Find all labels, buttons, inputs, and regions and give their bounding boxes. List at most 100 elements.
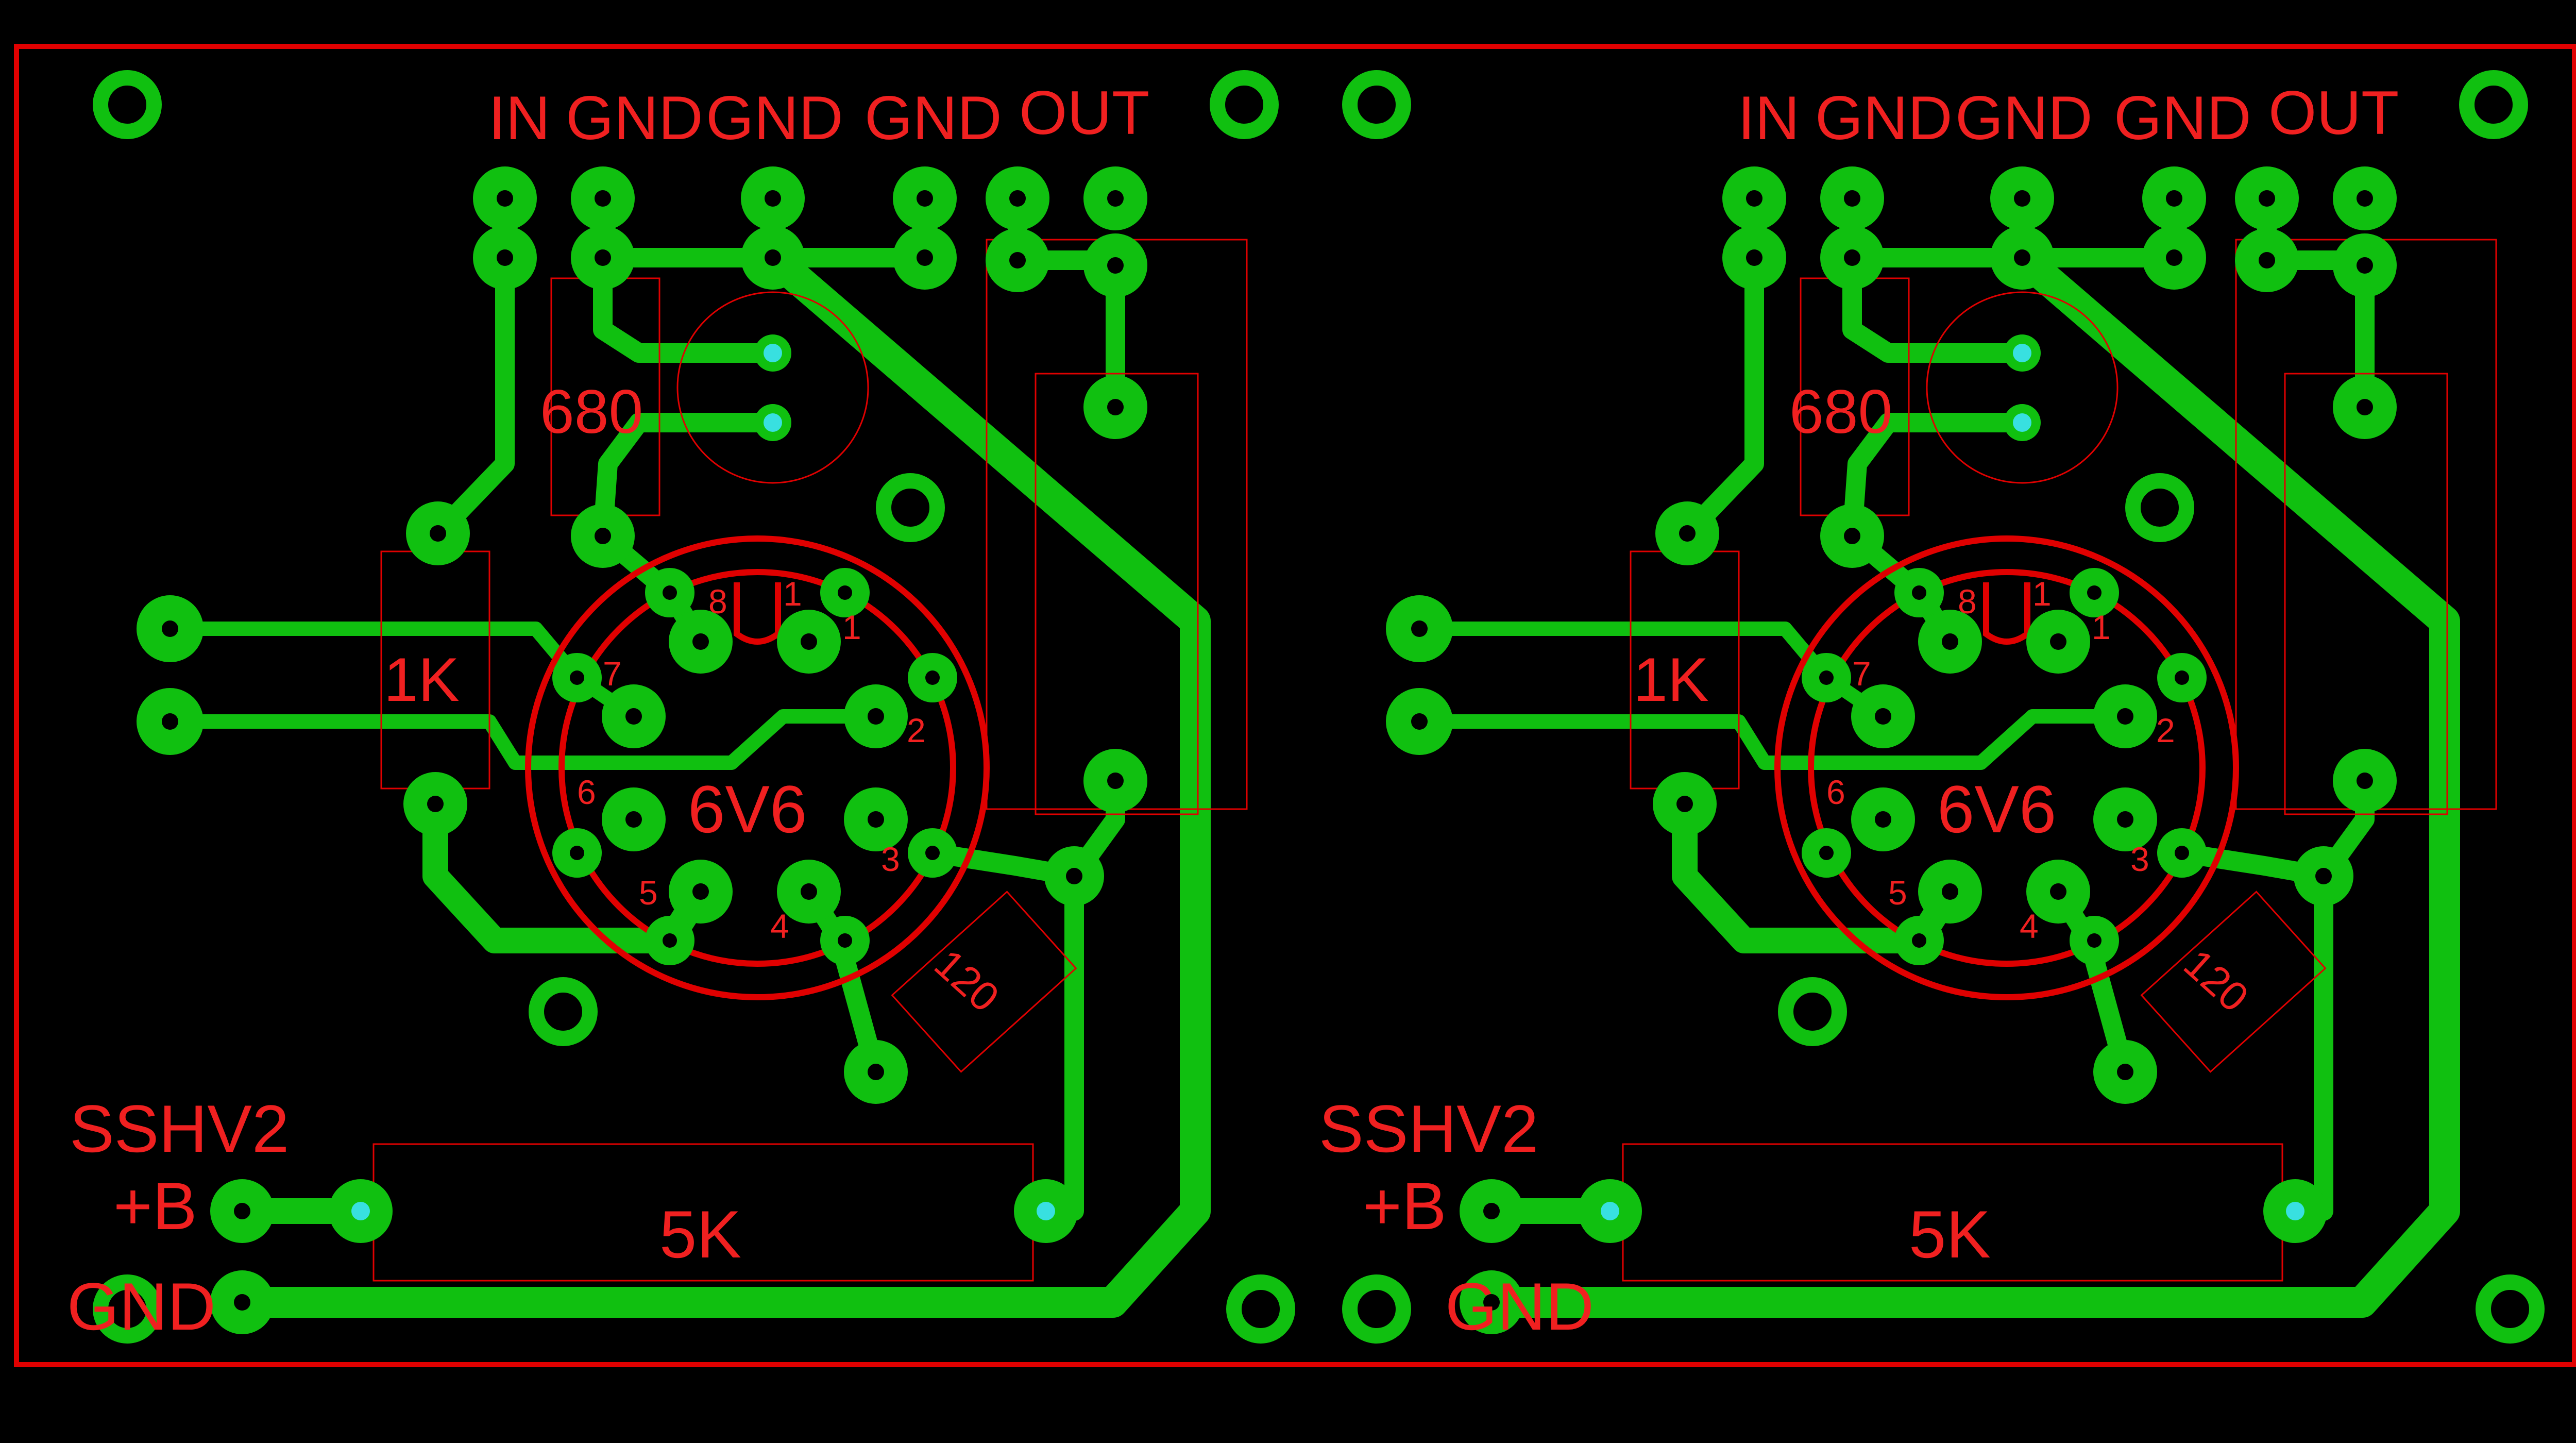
drill-hole: [1066, 868, 1082, 884]
drill-hole: [1875, 811, 1891, 828]
drill-hole: [925, 846, 940, 860]
mounting-hole: [1778, 977, 1847, 1046]
drill-holes: [162, 190, 1124, 1311]
tube-socket-outer: [1774, 535, 2239, 1000]
drill-hole: [692, 633, 709, 650]
drill-hole: [1483, 1203, 1500, 1219]
pin-number: 1: [2032, 575, 2052, 613]
pin-number: 8: [1958, 582, 1977, 620]
mounting-hole: [2459, 70, 2528, 139]
drill-hole: [2166, 190, 2182, 207]
pin-number: 2: [907, 711, 926, 749]
mounting-hole: [1342, 1274, 1411, 1344]
trace: [1412, 709, 2132, 770]
trace: [428, 248, 515, 543]
drill-hole: [2087, 585, 2102, 600]
resistor-label-1k: 1K: [1633, 645, 1709, 714]
via-hole: [764, 344, 782, 362]
drill-hole: [868, 708, 884, 725]
pin-number: 3: [881, 840, 900, 878]
trace: [163, 709, 883, 770]
via-hole: [2013, 413, 2031, 432]
drill-hole: [595, 190, 611, 207]
mounting-hole: [1342, 70, 1411, 139]
pin-number: 5: [639, 874, 658, 912]
drill-hole: [2175, 846, 2189, 860]
drill-hole: [2357, 773, 2373, 789]
supply-label-name: SSHV2: [70, 1091, 289, 1166]
supply-label-gnd: GND: [67, 1269, 216, 1344]
mounting-hole: [2125, 473, 2194, 542]
trace: [1677, 248, 1764, 543]
drill-hole: [838, 585, 852, 600]
drill-hole: [663, 585, 677, 600]
tube-socket-inner: [558, 569, 956, 967]
drill-hole: [234, 1294, 250, 1311]
resistor-120-outline: [891, 891, 1077, 1073]
drill-hole: [663, 933, 677, 948]
drill-hole: [1676, 796, 1693, 812]
drill-hole: [2357, 399, 2373, 415]
drill-hole: [1107, 399, 1124, 415]
drill-hole: [868, 811, 884, 828]
mounting-hole: [93, 70, 162, 139]
drill-hole: [2259, 252, 2275, 269]
via-hole: [2286, 1202, 2304, 1220]
via-hole: [764, 413, 782, 432]
tube-socket-outer: [525, 535, 990, 1000]
trace: [1842, 248, 2032, 363]
drill-hole: [2050, 633, 2066, 650]
board-outline: [14, 44, 2576, 1367]
drill-hole: [2050, 883, 2066, 900]
pin-number: 8: [708, 582, 727, 620]
drill-hole: [430, 525, 446, 542]
mounting-hole: [1210, 70, 1279, 139]
connector-label-out: OUT: [1019, 78, 1149, 147]
mounting-hole: [93, 1274, 162, 1344]
supply-label-plus: +B: [1363, 1168, 1447, 1244]
drill-hole: [1942, 633, 1958, 650]
mounting-hole: [529, 977, 598, 1046]
drill-hole: [2166, 249, 2182, 266]
via-hole: [1037, 1202, 1055, 1220]
drill-hole: [868, 1064, 884, 1080]
connector-label-in: IN: [1738, 83, 1800, 153]
tube-key: [1983, 582, 2030, 645]
drill-hole: [925, 670, 940, 685]
drill-hole: [162, 620, 178, 637]
pin-number: 1: [842, 608, 861, 646]
pin-number: 1: [2092, 608, 2111, 646]
pin-number: 6: [1826, 773, 1845, 811]
via-hole: [351, 1202, 370, 1220]
pin-number: 4: [770, 907, 789, 945]
drill-hole: [595, 528, 611, 544]
vias: [329, 334, 1078, 1243]
pin-number: 6: [577, 773, 596, 811]
tube-key: [734, 582, 781, 645]
connector-label-gnd: GND: [566, 83, 703, 153]
tube-label: 6V6: [1937, 771, 2056, 847]
drill-hole: [1107, 773, 1124, 789]
drill-hole: [1912, 585, 1926, 600]
drill-hole: [427, 796, 444, 812]
pin-number: 1: [783, 575, 802, 613]
pin-number: 7: [603, 655, 622, 693]
resistor-label-680: 680: [1789, 377, 1892, 446]
drill-hole: [1009, 190, 1026, 207]
drill-hole: [162, 713, 178, 730]
drill-hole: [2117, 811, 2133, 828]
trace: [227, 242, 1211, 1318]
drill-hole: [1844, 249, 1860, 266]
supply-label-name: SSHV2: [1319, 1091, 1538, 1166]
drill-hole: [2014, 249, 2030, 266]
drill-hole: [1746, 249, 1762, 266]
trace: [1842, 413, 2032, 546]
drill-hole: [2117, 1064, 2133, 1080]
pin-number: 5: [1888, 874, 1907, 912]
drill-hole: [497, 190, 513, 207]
via-hole: [1601, 1202, 1619, 1220]
drill-hole: [765, 249, 781, 266]
capacitor-outline: [1035, 373, 1199, 815]
drill-hole: [1107, 190, 1124, 207]
drill-hole: [1844, 190, 1860, 207]
